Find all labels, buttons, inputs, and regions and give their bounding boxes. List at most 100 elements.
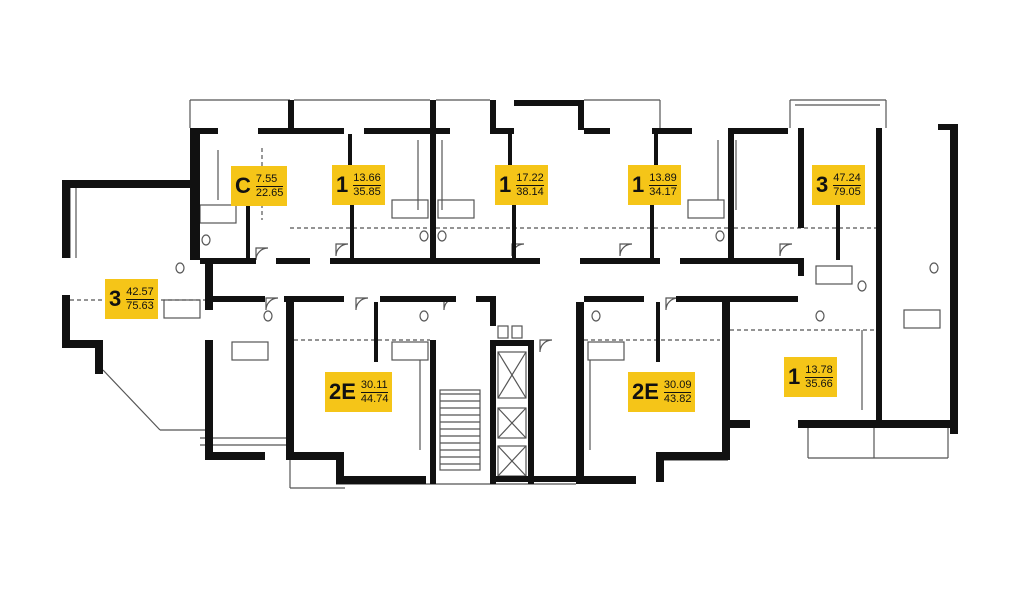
toilet <box>263 310 273 322</box>
wall <box>650 200 654 260</box>
window-line <box>102 369 161 431</box>
apartment-badge-1a[interactable]: 1 13.66 35.85 <box>332 165 385 205</box>
wall <box>514 100 584 106</box>
toilet <box>815 310 825 322</box>
toilet <box>201 234 211 246</box>
wall <box>660 452 728 460</box>
wall <box>512 200 516 260</box>
apartment-areas: 13.89 34.17 <box>649 172 677 199</box>
door-swing <box>255 247 269 261</box>
apartment-type: C <box>235 173 251 198</box>
elevator-cross <box>497 351 527 399</box>
wall <box>62 295 70 343</box>
apartment-badge-1d[interactable]: 1 13.78 35.66 <box>784 357 837 397</box>
total-area: 22.65 <box>255 186 284 199</box>
wall <box>798 258 804 276</box>
apartment-badge-c[interactable]: C 7.55 22.65 <box>231 166 288 206</box>
total-area: 35.66 <box>805 377 833 390</box>
apartment-areas: 30.09 43.82 <box>663 379 692 406</box>
door-swing <box>779 243 793 257</box>
toilet <box>857 280 867 292</box>
apartment-areas: 17.22 38.14 <box>516 172 544 199</box>
living-area: 30.11 <box>360 378 389 393</box>
wall <box>680 258 798 264</box>
apartment-badge-2e-a[interactable]: 2E 30.11 44.74 <box>325 372 393 412</box>
wall <box>928 420 956 428</box>
wall <box>476 296 494 302</box>
wall <box>286 452 336 460</box>
wall <box>578 100 584 130</box>
walls <box>62 100 958 484</box>
wall <box>490 476 586 482</box>
wall <box>62 180 192 188</box>
door-swing <box>265 297 279 311</box>
wall <box>490 100 496 130</box>
bathtub <box>437 199 475 219</box>
wall <box>364 128 400 134</box>
apartment-badge-3b[interactable]: 3 42.57 75.63 <box>105 279 158 319</box>
wall <box>190 128 218 134</box>
wall <box>652 128 692 134</box>
door-swing <box>335 243 349 257</box>
door-swing <box>539 339 553 353</box>
wall <box>728 128 788 134</box>
bathtub <box>687 199 725 219</box>
total-area: 43.82 <box>663 392 692 405</box>
wall <box>288 100 294 130</box>
wall <box>205 262 213 310</box>
wall <box>200 258 256 264</box>
wall <box>722 302 730 460</box>
wall <box>584 128 610 134</box>
apartment-areas: 42.57 75.63 <box>126 286 154 313</box>
wall <box>798 128 804 228</box>
apartment-type: 3 <box>816 172 829 197</box>
wall <box>350 200 354 260</box>
apartment-badge-3a[interactable]: 3 47.24 79.05 <box>812 165 865 205</box>
wall <box>430 128 450 134</box>
apartment-type: 1 <box>632 172 645 197</box>
living-area: 7.55 <box>255 173 284 187</box>
bathtub <box>163 299 201 319</box>
living-area: 42.57 <box>126 285 154 300</box>
wall <box>528 340 534 484</box>
apartment-badge-1b[interactable]: 1 17.22 38.14 <box>495 165 548 205</box>
wall <box>728 128 734 258</box>
wall <box>430 100 436 260</box>
apartment-type: 1 <box>499 172 512 197</box>
toilet <box>929 262 939 274</box>
elevator-shaft-1 <box>497 351 527 399</box>
apartment-badge-2e-b[interactable]: 2E 30.09 43.82 <box>628 372 696 412</box>
living-area: 17.22 <box>516 171 544 186</box>
toilet <box>419 310 429 322</box>
wall <box>576 476 636 484</box>
wall <box>656 452 664 482</box>
wall <box>286 302 294 460</box>
apartment-type: 1 <box>336 172 349 197</box>
wall <box>490 128 514 134</box>
wall <box>938 124 956 130</box>
wall <box>676 296 798 302</box>
door-swing <box>355 297 369 311</box>
wall <box>284 296 344 302</box>
wall <box>730 420 750 428</box>
apartment-type: 3 <box>109 286 122 311</box>
apartment-badge-1c[interactable]: 1 13.89 34.17 <box>628 165 681 205</box>
wall <box>430 340 436 484</box>
wall <box>508 134 512 194</box>
apartment-type: 2E <box>632 379 659 404</box>
bathtub <box>391 199 429 219</box>
living-area: 13.78 <box>805 363 833 378</box>
wall <box>490 340 496 484</box>
staircase <box>439 389 481 471</box>
wall <box>205 452 265 460</box>
living-area: 13.89 <box>649 171 677 186</box>
elevator-cross <box>497 445 527 477</box>
wall <box>798 420 808 428</box>
wall <box>190 128 200 260</box>
bathtub <box>903 309 941 329</box>
wall <box>576 302 584 484</box>
total-area: 38.14 <box>516 185 544 198</box>
wall <box>580 258 660 264</box>
apartment-areas: 13.78 35.66 <box>805 364 833 391</box>
